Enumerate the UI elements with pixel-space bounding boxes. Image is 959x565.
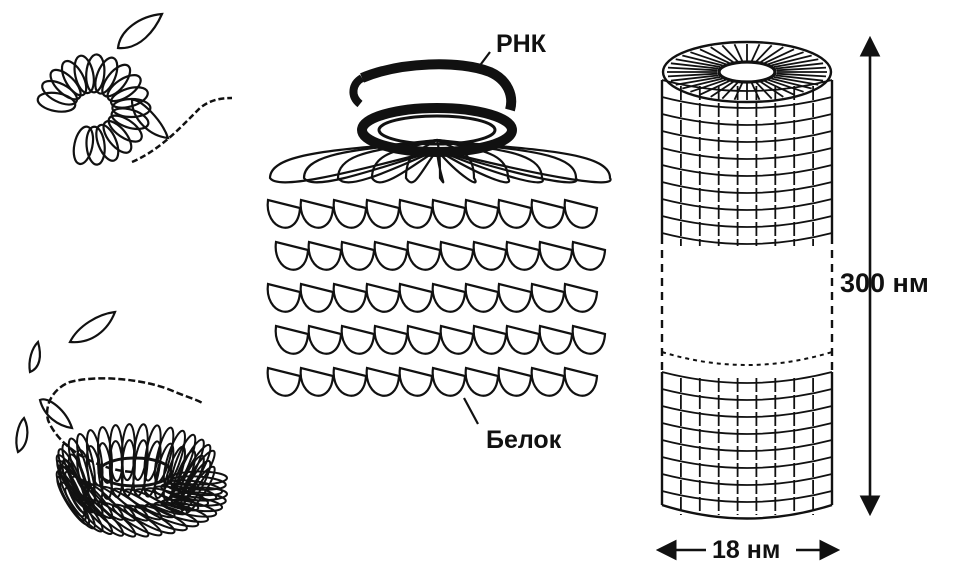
rna-loop: [353, 64, 512, 152]
length-label: 300 нм: [840, 268, 929, 299]
protein-label-pointer: [464, 398, 478, 424]
virus-rod: [662, 42, 832, 519]
protein-label: Белок: [486, 426, 561, 455]
protein-double-disc: [52, 424, 227, 541]
protein-disc-with-rna: [268, 140, 611, 396]
diameter-label: 18 нм: [712, 536, 780, 565]
rna-label: РНК: [496, 30, 546, 59]
